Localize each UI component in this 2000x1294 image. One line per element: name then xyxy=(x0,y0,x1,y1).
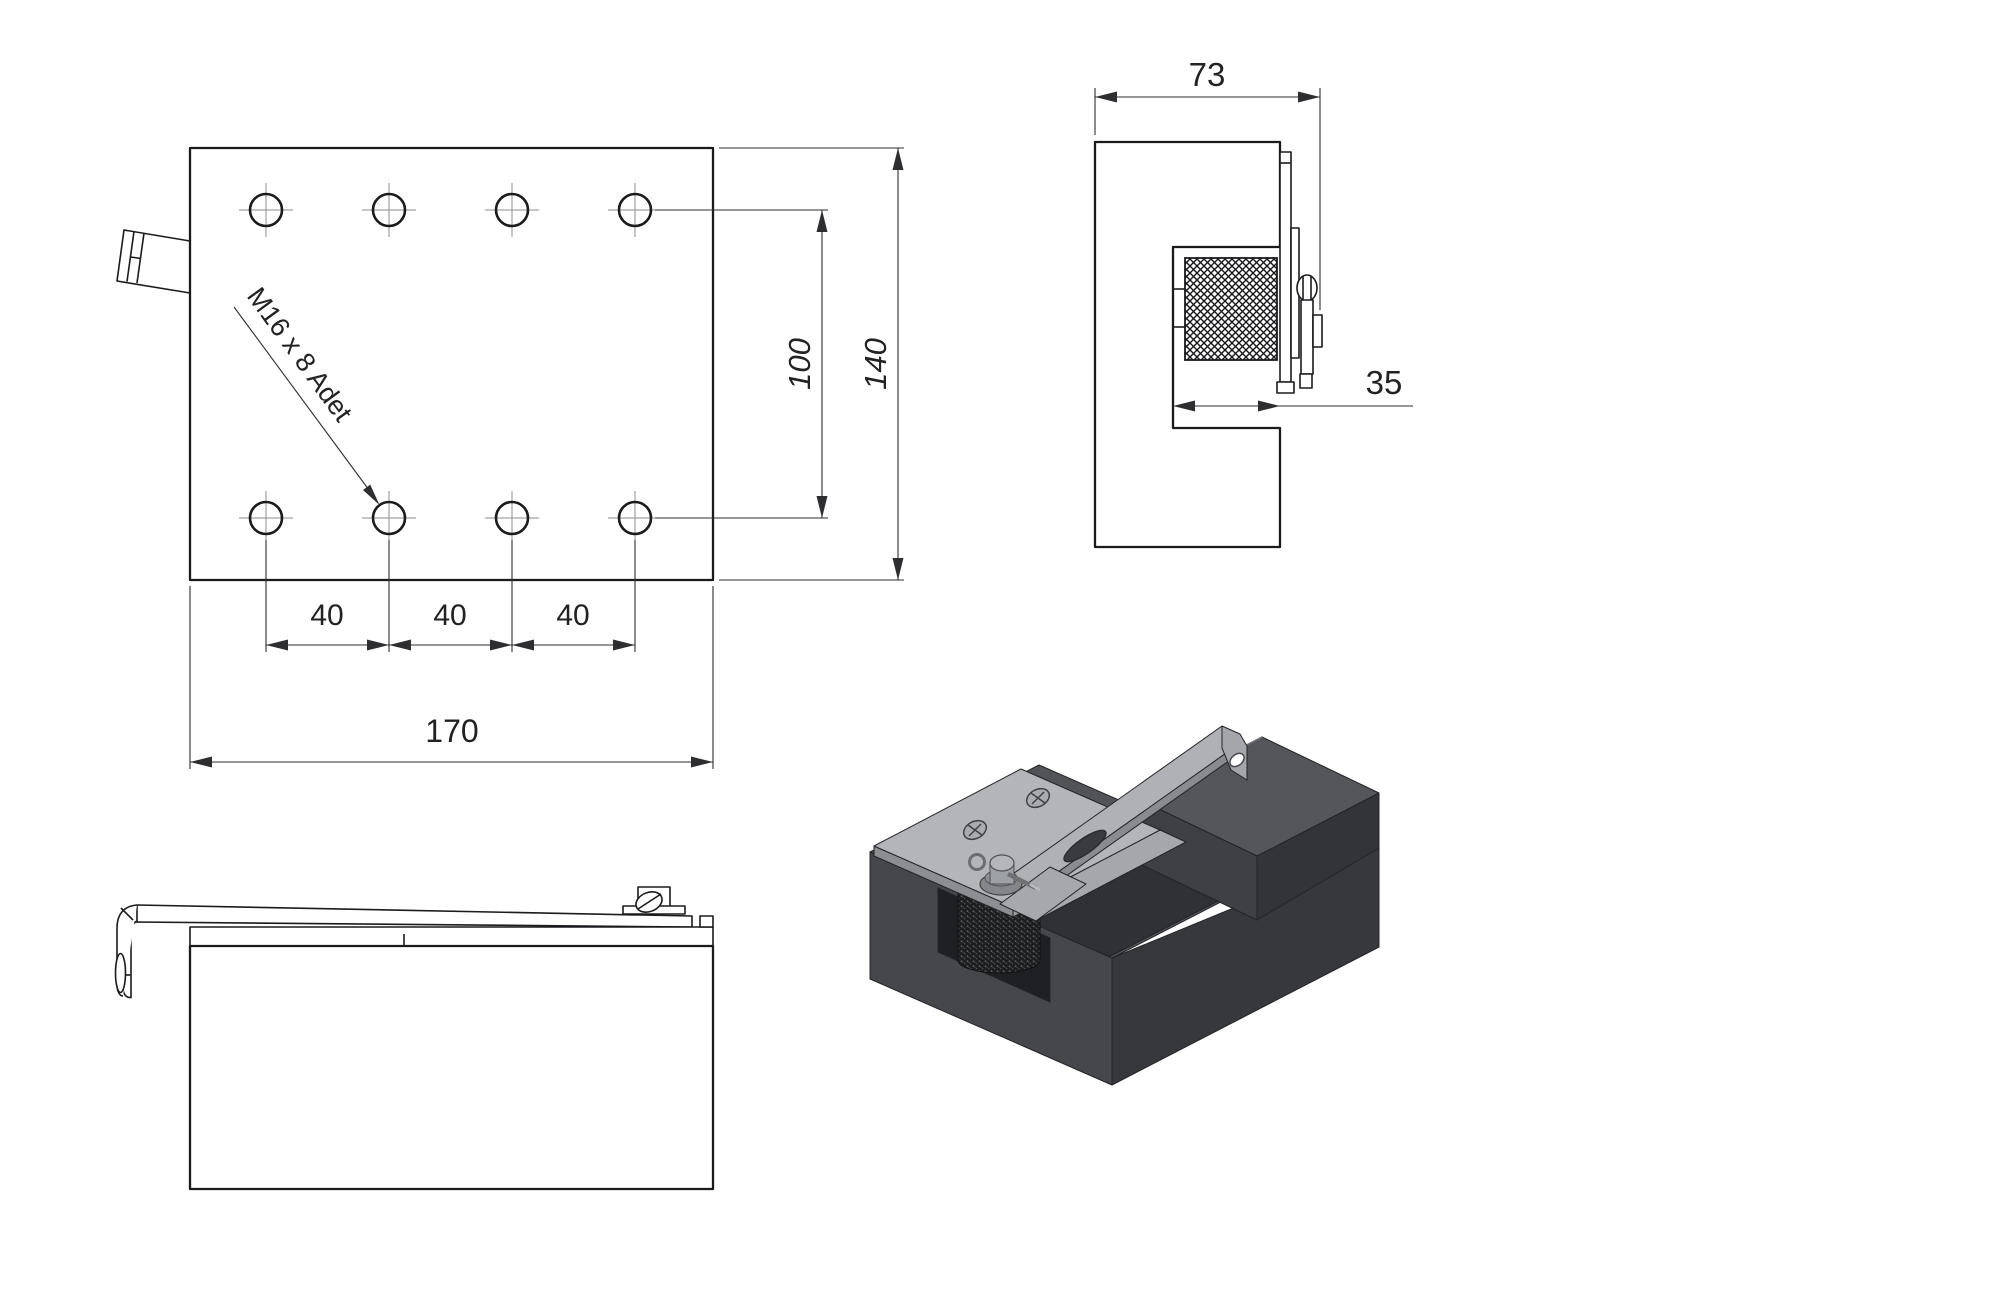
iso-clamp-knob xyxy=(968,853,1041,896)
dim-73: 73 xyxy=(1094,56,1321,310)
dim-170: 170 xyxy=(189,586,714,769)
dim-35: 35 xyxy=(1173,364,1413,412)
iso-lever xyxy=(999,725,1248,922)
knurled-roller-side xyxy=(1184,257,1278,361)
front-view xyxy=(114,886,715,1191)
dim-100: 100 xyxy=(655,209,828,519)
dim-100-text: 100 xyxy=(782,338,817,390)
top-view: M16 x 8 Adet 100 140 xyxy=(116,146,904,769)
plate-holes xyxy=(239,183,662,545)
dim-pitch-40: 40 40 40 xyxy=(265,540,636,652)
front-view-bracket xyxy=(114,904,693,999)
iso-knob-bail xyxy=(968,853,986,871)
front-view-screw xyxy=(622,886,686,915)
dim-73-text: 73 xyxy=(1189,56,1226,93)
side-view: 73 35 xyxy=(1093,56,1413,549)
top-view-side-tab xyxy=(116,229,191,294)
dim-170-text: 170 xyxy=(425,713,478,749)
dim-140: 140 xyxy=(719,147,904,581)
side-view-hardware xyxy=(1276,151,1323,394)
dim-35-text: 35 xyxy=(1366,364,1403,401)
dim-40-3-text: 40 xyxy=(556,599,589,632)
front-view-block xyxy=(188,944,715,1191)
iso-lever-hole xyxy=(1229,752,1245,768)
dim-140-text: 140 xyxy=(858,338,893,390)
iso-lever-slot xyxy=(1063,829,1107,863)
dim-40-1-text: 40 xyxy=(310,599,343,632)
iso-view xyxy=(869,725,1380,1086)
dim-40-2-text: 40 xyxy=(433,599,466,632)
